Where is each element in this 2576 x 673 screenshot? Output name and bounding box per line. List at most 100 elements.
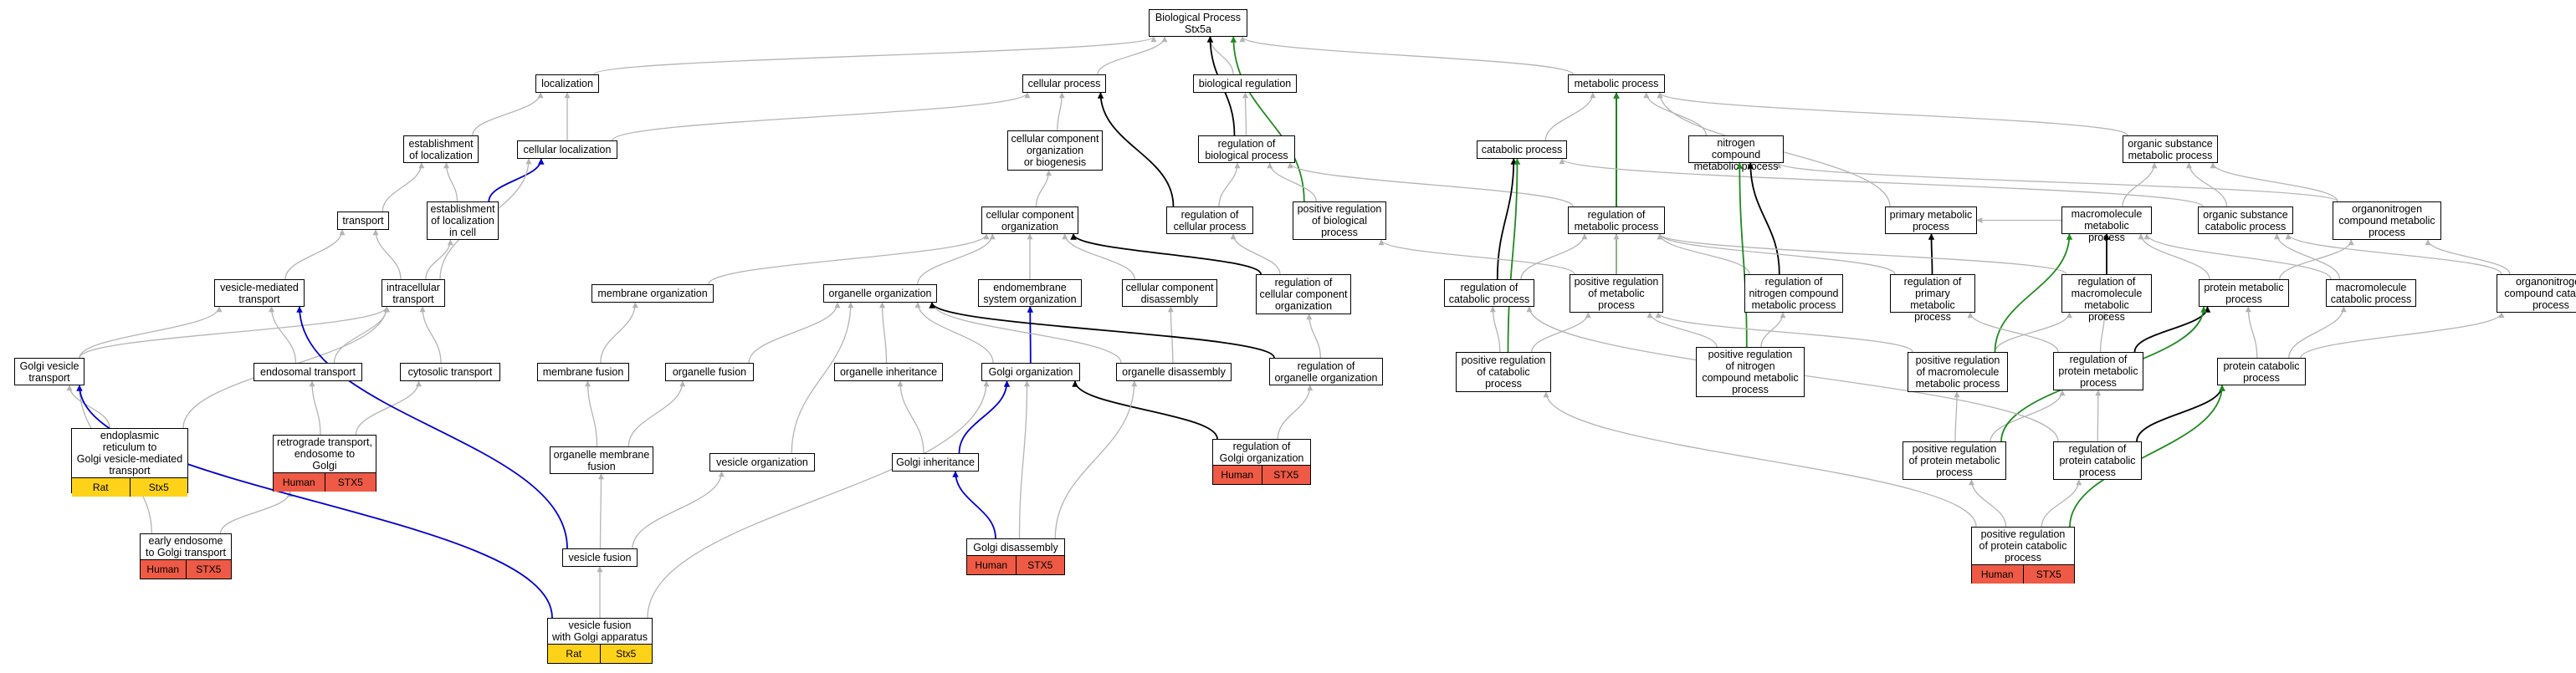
term-label: positive regulation of biological proces…: [1297, 203, 1382, 238]
edge-is-a: [1097, 36, 1168, 75]
go-term-establishment-of-localization[interactable]: establishment of localization: [403, 135, 479, 163]
go-term-biological-regulation[interactable]: biological regulation: [1193, 74, 1297, 93]
go-term-membrane-organization[interactable]: membrane organization: [592, 284, 714, 303]
go-term-regulation-of-organelle-organization[interactable]: regulation of organelle organization: [1269, 358, 1383, 385]
edge-part-of: [488, 158, 545, 202]
go-term-regulation-of-nitrogen-compound-metabolic-process[interactable]: regulation of nitrogen compound metaboli…: [1744, 274, 1843, 313]
go-term-regulation-of-protein-catabolic-process[interactable]: regulation of protein catabolic process: [2053, 441, 2142, 480]
term-label: regulation of macromolecule metabolic pr…: [2071, 276, 2143, 323]
edge-is-a: [929, 302, 1122, 364]
go-term-endosomal-transport[interactable]: endosomal transport: [254, 363, 362, 381]
go-term-regulation-of-cellular-component-organization[interactable]: regulation of cellular component organiz…: [1256, 274, 1351, 314]
go-term-nitrogen-compound-metabolic-process[interactable]: nitrogen compound metabolic process: [1688, 135, 1784, 172]
term-label: organic substance catabolic process: [2203, 208, 2288, 232]
edge-is-a: [1242, 92, 1249, 136]
go-term-macromolecule-metabolic-process[interactable]: macromolecule metabolic process: [2061, 206, 2152, 243]
go-term-positive-regulation-of-protein-catabolic-process[interactable]: positive regulation of protein catabolic…: [1971, 527, 2075, 584]
edge-is-a: [1775, 162, 2338, 202]
go-term-intracellular-transport[interactable]: intracellular transport: [382, 279, 445, 307]
go-term-regulation-of-macromolecule-metabolic-process[interactable]: regulation of macromolecule metabolic pr…: [2061, 274, 2152, 323]
go-term-positive-regulation-of-metabolic-process[interactable]: positive regulation of metabolic process: [1570, 274, 1663, 313]
go-term-regulation-of-catabolic-process[interactable]: regulation of catabolic process: [1444, 279, 1534, 307]
edge-is-a: [1378, 239, 1575, 275]
go-term-organelle-inheritance[interactable]: organelle inheritance: [834, 363, 943, 381]
edge-is-a: [219, 491, 293, 534]
go-term-cytosolic-transport[interactable]: cytosolic transport: [400, 363, 500, 381]
go-term-primary-metabolic-process[interactable]: primary metabolic process: [1885, 206, 1977, 234]
go-term-localization[interactable]: localization: [535, 74, 599, 93]
go-term-organelle-fusion[interactable]: organelle fusion: [665, 363, 754, 381]
edge-is-a: [600, 302, 638, 364]
go-term-positive-regulation-of-macromolecule-metabolic-process[interactable]: positive regulation of macromolecule met…: [1908, 352, 2008, 392]
edge-is-a: [79, 306, 223, 359]
term-label: protein metabolic process: [2204, 281, 2284, 305]
annotation-gene: STX5: [2022, 565, 2074, 584]
term-label: regulation of biological process: [1205, 137, 1288, 161]
go-term-organic-substance-metabolic-process[interactable]: organic substance metabolic process: [2123, 135, 2218, 163]
go-term-golgi-inheritance[interactable]: Golgi inheritance: [892, 453, 979, 472]
go-term-cellular-component-organization[interactable]: cellular component organization: [981, 206, 1078, 234]
edge-is-a: [1655, 312, 1913, 353]
go-term-organonitrogen-compound-catabolic-process[interactable]: organonitrogen compound catabolic proces…: [2497, 274, 2576, 313]
edge-is-a: [2285, 233, 2502, 275]
go-term-vesicle-organization[interactable]: vesicle organization: [709, 453, 815, 472]
go-term-regulation-of-metabolic-process[interactable]: regulation of metabolic process: [1568, 206, 1665, 234]
edge-is-a: [627, 380, 686, 447]
edge-part-of: [76, 385, 553, 619]
go-term-macromolecule-catabolic-process[interactable]: macromolecule catabolic process: [2326, 279, 2416, 307]
go-term-regulation-of-primary-metabolic-process[interactable]: regulation of primary metabolic process: [1890, 274, 1975, 323]
term-label: regulation of organelle organization: [1274, 359, 1378, 384]
go-term-regulation-of-cellular-process[interactable]: regulation of cellular process: [1166, 206, 1253, 234]
edge-is-a: [443, 162, 458, 202]
go-term-positive-regulation-of-nitrogen-compound-metabolic-process[interactable]: positive regulation of nitrogen compound…: [1696, 347, 1805, 397]
edge-is-a: [708, 233, 990, 285]
go-term-membrane-fusion[interactable]: membrane fusion: [537, 363, 629, 381]
go-term-golgi-organization[interactable]: Golgi organization: [981, 363, 1080, 381]
term-label: intracellular transport: [387, 281, 440, 305]
go-term-organelle-membrane-fusion[interactable]: organelle membrane fusion: [550, 446, 653, 474]
go-term-catabolic-process[interactable]: catabolic process: [1477, 140, 1567, 159]
term-label: cellular component disassembly: [1125, 281, 1214, 305]
edge-is-a: [1954, 391, 1960, 442]
go-term-vesicle-mediated-transport[interactable]: vesicle-mediated transport: [214, 279, 305, 307]
go-term-golgi-vesicle-transport[interactable]: Golgi vesicle transport: [14, 358, 85, 385]
go-term-positive-regulation-of-protein-metabolic-process[interactable]: positive regulation of protein metabolic…: [1903, 441, 2006, 480]
edge-is-a: [1035, 170, 1052, 207]
term-label: organonitrogen compound catabolic proces…: [2504, 276, 2576, 311]
go-term-organonitrogen-compound-metabolic-process[interactable]: organonitrogen compound metabolic proces…: [2333, 201, 2441, 240]
go-term-metabolic-process[interactable]: metabolic process: [1568, 74, 1665, 93]
edge-is-a: [1643, 92, 1707, 136]
go-term-cellular-localization[interactable]: cellular localization: [517, 140, 617, 159]
edge-is-a: [1543, 391, 1977, 528]
go-term-transport[interactable]: transport: [337, 212, 389, 230]
annotation-species: Human: [1972, 565, 2023, 584]
go-term-cellular-process[interactable]: cellular process: [1022, 74, 1106, 93]
go-term-regulation-of-biological-process[interactable]: regulation of biological process: [1198, 135, 1295, 163]
go-term-organelle-organization[interactable]: organelle organization: [823, 284, 937, 303]
go-term-vesicle-fusion[interactable]: vesicle fusion: [562, 548, 638, 567]
go-term-establishment-of-localization-in-cell[interactable]: establishment of localization in cell: [427, 201, 499, 240]
edge-regulates: [1747, 162, 1780, 275]
term-label: vesicle-mediated transport: [220, 281, 299, 305]
go-term-cellular-component-disassembly[interactable]: cellular component disassembly: [1122, 279, 1217, 307]
go-term-protein-metabolic-process[interactable]: protein metabolic process: [2199, 279, 2289, 307]
go-term-er-to-golgi-vesicle-mediated-transport[interactable]: endoplasmic reticulum to Golgi vesicle-m…: [71, 428, 188, 497]
go-term-biological-process[interactable]: Biological Process Stx5a: [1149, 9, 1247, 37]
go-term-organic-substance-catabolic-process[interactable]: organic substance catabolic process: [2198, 206, 2293, 234]
go-term-cellular-component-organization-or-biogenesis[interactable]: cellular component organization or bioge…: [1007, 130, 1103, 171]
go-term-regulation-of-protein-metabolic-process[interactable]: regulation of protein metabolic process: [2053, 352, 2143, 390]
go-term-positive-regulation-of-biological-process[interactable]: positive regulation of biological proces…: [1293, 201, 1386, 240]
go-term-positive-regulation-of-catabolic-process[interactable]: positive regulation of catabolic process: [1456, 352, 1551, 392]
go-term-organelle-disassembly[interactable]: organelle disassembly: [1116, 363, 1232, 381]
edge-is-a: [1239, 36, 1574, 75]
go-term-protein-catabolic-process[interactable]: protein catabolic process: [2217, 358, 2306, 385]
go-term-endomembrane-system-organization[interactable]: endomembrane system organization: [978, 279, 1082, 307]
